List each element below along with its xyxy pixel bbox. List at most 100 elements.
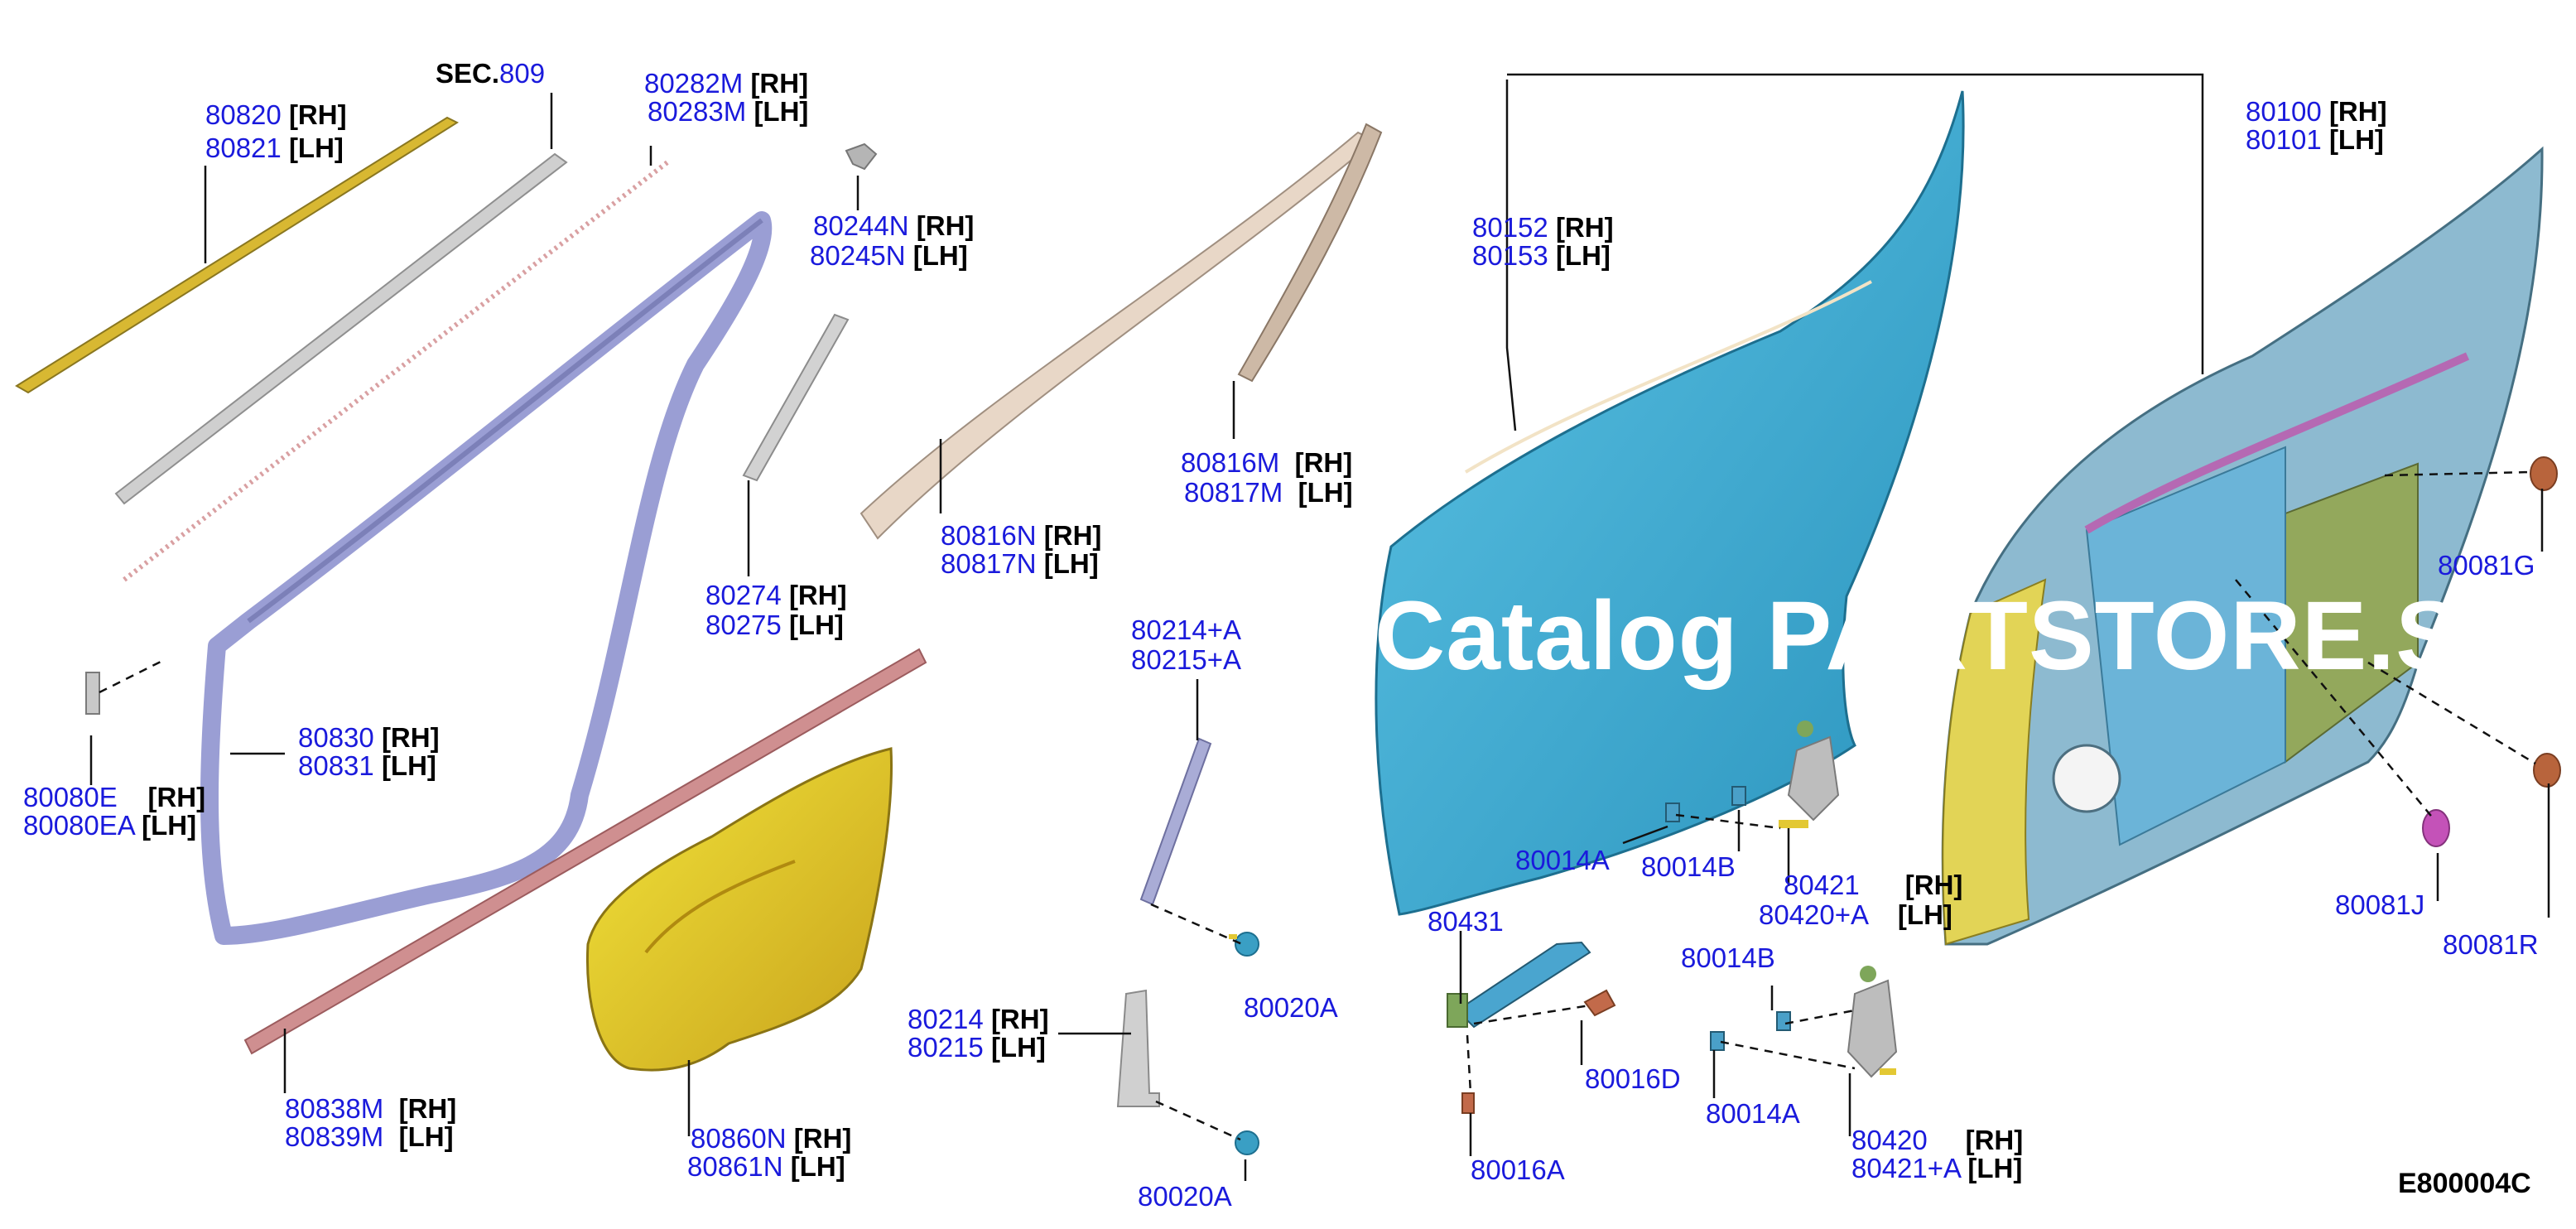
part-number[interactable]: 80245N	[810, 240, 906, 271]
part-label[interactable]: 80214+A	[1131, 616, 1241, 644]
part-number[interactable]: 80016D	[1585, 1063, 1681, 1094]
part-number[interactable]: 80839M	[285, 1121, 384, 1152]
part-number[interactable]: 80014B	[1681, 942, 1775, 973]
part-label[interactable]: 80081R	[2443, 931, 2539, 959]
part-label[interactable]: 80014B	[1681, 944, 1775, 972]
part-label[interactable]: 80420+A [LH]	[1759, 901, 1952, 929]
part-label[interactable]: 80014B	[1641, 853, 1736, 881]
part-label[interactable]: 80839M [LH]	[285, 1123, 454, 1151]
part-label[interactable]: 80275 [LH]	[705, 611, 844, 639]
part-number[interactable]: 80274	[705, 580, 782, 610]
part-label[interactable]: 80274 [RH]	[705, 581, 847, 610]
part-number[interactable]: 80215+A	[1131, 644, 1242, 675]
part-number[interactable]: 80080E	[23, 782, 118, 812]
part-number[interactable]: 80152	[1472, 212, 1548, 243]
part-label[interactable]: 80820 [RH]	[205, 101, 347, 129]
part-80081g-plug	[2530, 456, 2558, 491]
part-number[interactable]: 80244N	[813, 210, 909, 241]
part-80014b-bolt-lower	[1776, 1011, 1791, 1031]
section-number[interactable]: 809	[499, 58, 546, 89]
part-number[interactable]: 80080EA	[23, 810, 134, 841]
part-label[interactable]: 80153 [LH]	[1472, 242, 1611, 270]
part-label[interactable]: 80080E [RH]	[23, 783, 205, 812]
part-label[interactable]: 80152 [RH]	[1472, 214, 1614, 242]
part-number[interactable]: 80020A	[1244, 992, 1338, 1023]
part-label[interactable]: 80016A	[1471, 1156, 1565, 1184]
part-number[interactable]: 80215	[908, 1032, 984, 1063]
part-label[interactable]: 80816N [RH]	[941, 522, 1101, 550]
part-label[interactable]: 80431	[1428, 908, 1504, 936]
part-label[interactable]: 80215+A	[1131, 646, 1241, 674]
part-label[interactable]: 80831 [LH]	[298, 752, 436, 780]
part-number[interactable]: 80282M	[644, 68, 744, 99]
part-number[interactable]: 80838M	[285, 1093, 384, 1124]
part-label[interactable]: 80101 [LH]	[2246, 126, 2384, 154]
part-80820-garnish	[15, 116, 460, 394]
part-label[interactable]: 80821 [LH]	[205, 134, 344, 162]
part-number[interactable]: 80214	[908, 1004, 984, 1034]
part-number[interactable]: 80421+A	[1851, 1153, 1961, 1183]
part-number[interactable]: 80420+A	[1759, 899, 1868, 930]
part-label[interactable]: 80421 [RH]	[1784, 871, 1962, 899]
part-number[interactable]: 80016A	[1471, 1154, 1565, 1185]
part-label[interactable]: 80020A	[1138, 1183, 1232, 1211]
part-number[interactable]: 80817M	[1184, 477, 1283, 508]
part-number[interactable]: 80014A	[1706, 1098, 1800, 1129]
side-indicator: [RH]	[398, 1093, 457, 1124]
part-80421-hinge-upper	[1779, 721, 1840, 828]
part-label[interactable]: 80817N [LH]	[941, 550, 1099, 578]
part-number[interactable]: 80275	[705, 610, 782, 640]
part-label[interactable]: 80014A	[1515, 846, 1610, 875]
part-label[interactable]: 80081J	[2335, 891, 2424, 919]
part-number[interactable]: 80081R	[2443, 929, 2539, 960]
part-number[interactable]: 80014B	[1641, 851, 1736, 882]
part-label[interactable]: 80420 [RH]	[1851, 1126, 2023, 1154]
part-number[interactable]: 80101	[2246, 124, 2322, 155]
part-label[interactable]: 80830 [RH]	[298, 724, 440, 752]
part-number[interactable]: 80421	[1784, 870, 1860, 900]
part-number[interactable]: 80860N	[691, 1123, 787, 1154]
part-label[interactable]: 80816M [RH]	[1181, 449, 1352, 477]
part-label[interactable]: 80020A	[1244, 994, 1338, 1022]
part-number[interactable]: 80831	[298, 750, 374, 781]
part-number[interactable]: 80283M	[648, 96, 747, 127]
part-80214-bracket	[1116, 989, 1160, 1107]
part-number[interactable]: 80816N	[941, 520, 1037, 551]
part-label[interactable]: 80245N [LH]	[810, 242, 968, 270]
part-number[interactable]: 80830	[298, 722, 374, 753]
part-label[interactable]: 80421+A [LH]	[1851, 1154, 2022, 1183]
part-label[interactable]: 80081G	[2438, 552, 2535, 580]
part-label[interactable]: 80080EA [LH]	[23, 812, 196, 840]
part-number[interactable]: 80153	[1472, 240, 1548, 271]
part-number[interactable]: 80420	[1851, 1125, 1928, 1155]
part-number[interactable]: 80081J	[2335, 889, 2425, 920]
part-number[interactable]: 80821	[205, 133, 282, 163]
part-label[interactable]: 80282M [RH]	[644, 70, 808, 98]
part-label[interactable]: 80215 [LH]	[908, 1034, 1046, 1062]
side-indicator: [LH]	[790, 1151, 845, 1182]
part-number[interactable]: 80861N	[687, 1151, 783, 1182]
part-label[interactable]: 80214 [RH]	[908, 1005, 1049, 1034]
part-number[interactable]: 80014A	[1515, 845, 1610, 875]
part-label[interactable]: 80016D	[1585, 1065, 1681, 1093]
part-label[interactable]: 80283M [LH]	[648, 98, 808, 126]
side-indicator: [LH]	[1897, 899, 1952, 930]
part-label[interactable]: 80244N [RH]	[813, 212, 974, 240]
part-number[interactable]: 80820	[205, 99, 282, 130]
part-label[interactable]: 80100 [RH]	[2246, 98, 2387, 126]
part-number[interactable]: 80816M	[1181, 447, 1280, 478]
assembly-dash-lines	[99, 470, 2536, 1141]
section-reference[interactable]: SEC.809	[436, 60, 545, 88]
part-label[interactable]: 80014A	[1706, 1100, 1800, 1128]
part-label[interactable]: 80817M [LH]	[1184, 479, 1353, 507]
part-label[interactable]: 80860N [RH]	[691, 1125, 851, 1153]
part-number[interactable]: 80081G	[2438, 550, 2535, 581]
part-label[interactable]: 80861N [LH]	[687, 1153, 845, 1181]
part-label[interactable]: 80838M [RH]	[285, 1095, 456, 1123]
side-indicator: [RH]	[990, 1004, 1049, 1034]
part-number[interactable]: 80431	[1428, 906, 1504, 937]
part-number[interactable]: 80214+A	[1131, 614, 1242, 645]
part-number[interactable]: 80100	[2246, 96, 2322, 127]
part-number[interactable]: 80817N	[941, 548, 1037, 579]
part-number[interactable]: 80020A	[1138, 1181, 1232, 1212]
